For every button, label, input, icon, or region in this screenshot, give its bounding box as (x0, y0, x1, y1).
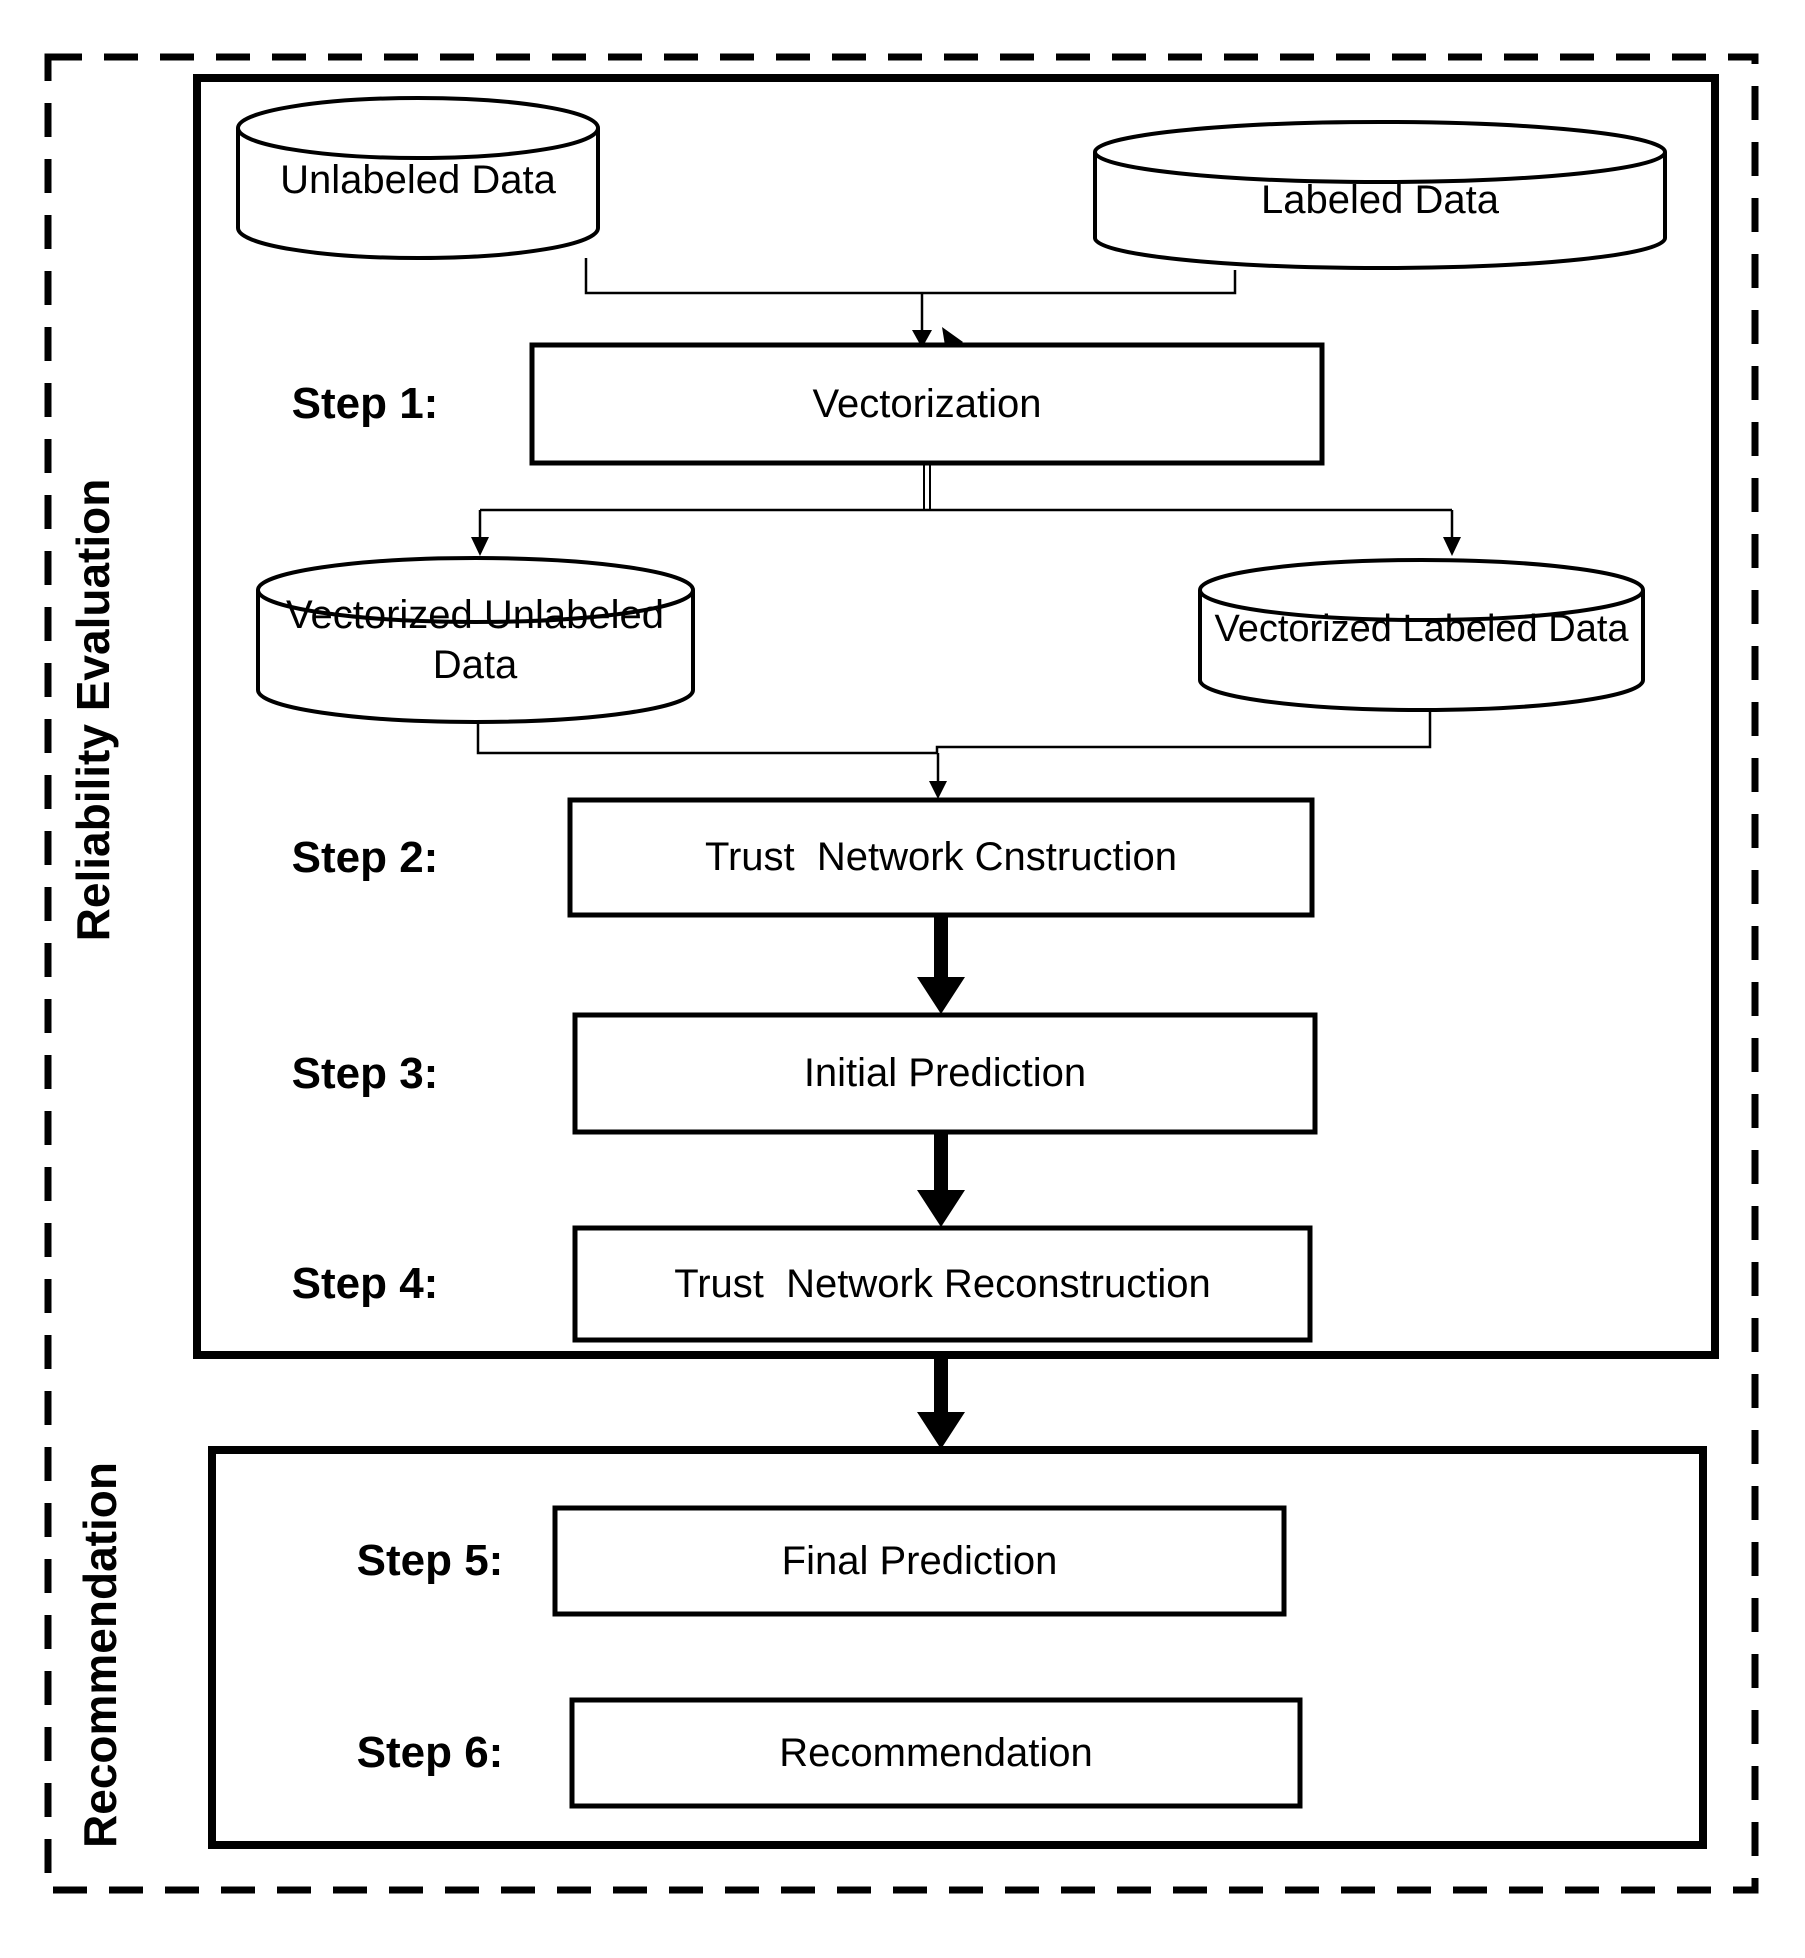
initial-prediction-box (572, 1012, 1318, 1135)
outer-dashed-border (44, 53, 1759, 1894)
trust-network-construction-box-label: Trust Network Cnstruction (705, 835, 1177, 879)
connector-vectorization-output (923, 463, 931, 510)
vectorized-unlabeled-data-label: Vectorized Unlabeled Data (285, 593, 665, 687)
arrow-reliability-to-recommendation (917, 1357, 965, 1449)
final-prediction-box-label: Final Prediction (781, 1538, 1058, 1583)
recommendation-box-label: Recommendation (779, 1730, 1093, 1775)
unlabeled-data-cylinder (236, 96, 600, 260)
unlabeled-data-label: Unlabeled Data (280, 158, 556, 202)
trust-network-reconstruction-box-label: Trust Network Reconstruction (674, 1261, 1211, 1306)
arrow-step3-to-step4 (917, 1132, 965, 1227)
arrowhead-into-vectorization (912, 330, 932, 348)
initial-prediction-box-label: Initial Prediction (803, 1051, 1087, 1095)
arrow-step2-to-step3 (917, 917, 965, 1014)
section-label-reliability-evaluation: Reliability Evaluation (67, 478, 119, 942)
connector-datastores-merge (584, 258, 1237, 295)
reliability-section-box (193, 74, 1719, 1359)
vectorization-box (529, 342, 1325, 466)
vectorized-unlabeled-data-cylinder (256, 556, 695, 724)
arrowhead-into-step2 (929, 781, 947, 799)
step-2-label: Step 2: (291, 832, 439, 882)
arrowhead-into-vectorized-unlabeled (471, 537, 489, 556)
trust-network-construction-box (567, 797, 1315, 918)
section-label-recommendation: Recommendation (74, 1462, 126, 1848)
step-6-label: Step 6: (356, 1728, 504, 1777)
trust-network-reconstruction-box (572, 1225, 1313, 1343)
recommendation-section-box (208, 1446, 1707, 1849)
step-5-label: Step 5: (356, 1536, 504, 1585)
labeled-data-label: Labeled Data (1261, 178, 1499, 222)
labeled-data-cylinder (1093, 120, 1667, 270)
vectorized-labeled-data-label: Vectorized Labeled Data (1214, 608, 1629, 651)
final-prediction-box (552, 1505, 1287, 1617)
connector-vectorized-merge (476, 710, 1432, 755)
step-3-label: Step 3: (291, 1048, 439, 1098)
recommendation-box (569, 1697, 1303, 1809)
arrowhead-into-vectorized-labeled (1443, 537, 1461, 556)
vectorization-box-label: Vectorization (812, 381, 1042, 426)
step-1-label: Step 1: (291, 379, 439, 428)
step-4-label: Step 4: (291, 1259, 439, 1308)
vectorized-labeled-data-cylinder (1198, 558, 1645, 712)
